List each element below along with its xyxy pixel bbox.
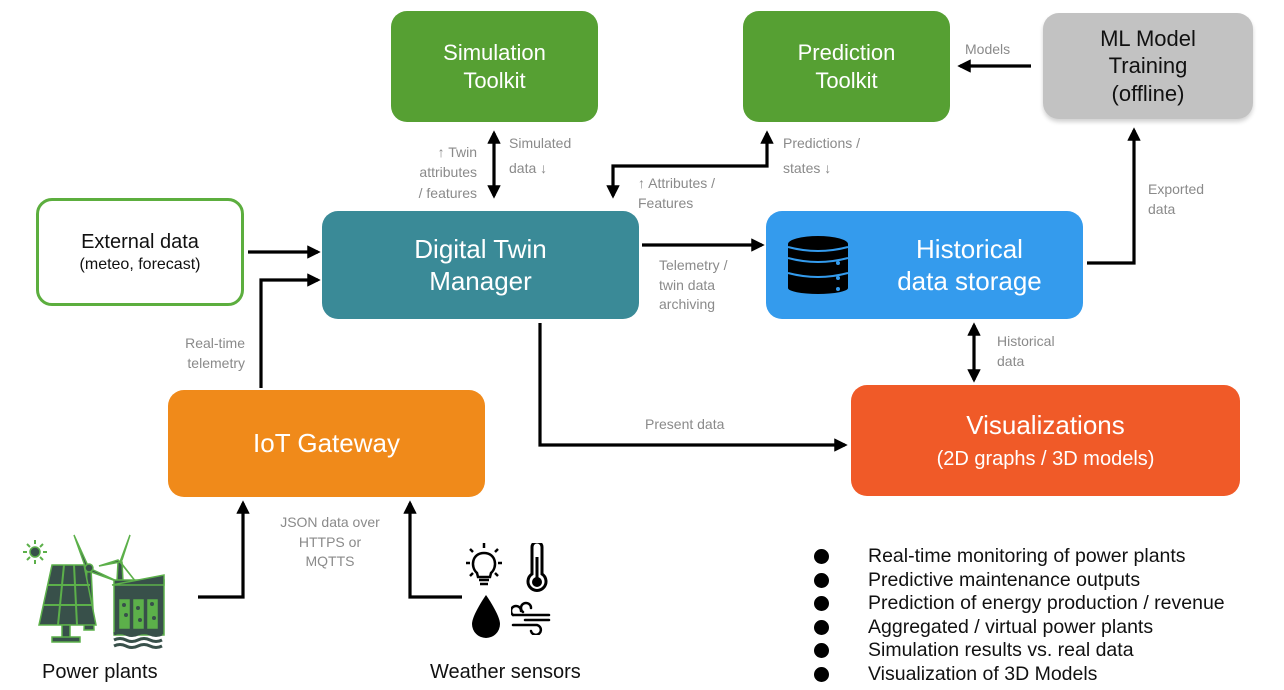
label-line: Telemetry / [659,257,728,273]
label-models: Models [965,41,1011,57]
prediction-toolkit-node[interactable]: Prediction Toolkit [743,11,950,122]
label-attributes-features: ↑ Attributes / Features [638,174,715,213]
label-predictions-states: Predictions / states ↓ [783,131,860,180]
arrow-dtm-prediction [606,130,774,199]
label-line: Predictions / [783,135,861,151]
feature-text: Prediction of energy production / revenu… [868,592,1225,614]
node-title: Simulation [443,40,546,65]
label-line: states ↓ [783,159,832,176]
label-twin-attributes: ↑ Twin attributes / features [405,142,477,203]
node-title: Visualizations [966,409,1125,440]
label-realtime-telemetry: Real-time telemetry [170,334,245,373]
caption-weather-sensors: Weather sensors [430,661,581,683]
feature-text: Visualization of 3D Models [868,662,1098,685]
arrow-iot-dtm [259,273,321,388]
node-subtitle: (offline) [1111,80,1185,106]
iot-gateway-node[interactable]: IoT Gateway [168,390,485,497]
historical-data-storage-node[interactable]: Historical data storage [766,211,1083,319]
node-title: Historical [916,233,1023,264]
visualizations-node[interactable]: Visualizations (2D graphs / 3D models) [851,385,1240,496]
label-line: data [1148,200,1176,217]
feature-item: Aggregated / virtual power plants [812,616,1225,640]
node-title: Toolkit [463,67,526,93]
label-line: JSON data over [280,514,380,530]
node-title: Manager [429,266,532,296]
feature-text: Simulation results vs. real data [868,639,1134,661]
arrow-plants-iot [198,500,250,599]
database-icon [786,235,850,302]
node-title: Digital Twin [414,233,547,264]
label-line: MQTTS [305,553,355,570]
bullet-icon [814,643,829,658]
feature-text: Predictive maintenance outputs [868,568,1141,591]
label-line: attributes [419,164,477,181]
arrow-weather-iot [403,500,462,599]
label-line: ↑ Twin [437,144,477,160]
node-title: Prediction [797,40,896,65]
caption-power-plants: Power plants [42,661,158,683]
label-historical-data: Historical data [997,332,1055,371]
bullet-icon [814,549,829,564]
arrow-dtm-vis [538,323,848,452]
digital-twin-manager-node[interactable]: Digital Twin Manager [322,211,639,319]
label-present-data: Present data [645,416,725,432]
label-telemetry-archiving: Telemetry / twin data archiving [659,256,727,315]
feature-text: Aggregated / virtual power plants [868,615,1154,638]
feature-text: Real-time monitoring of power plants [868,545,1186,567]
simulation-toolkit-node[interactable]: Simulation Toolkit [391,11,598,122]
node-subtitle: (meteo, forecast) [79,255,201,273]
label-line: twin data [659,276,716,293]
bullet-icon [814,572,829,588]
bullet-icon [814,666,829,682]
feature-item: Real-time monitoring of power plants [812,545,1225,569]
label-line: Features [638,194,694,211]
thermometer-icon [525,540,549,598]
feature-item: Predictive maintenance outputs [812,569,1225,593]
node-subtitle: (2D graphs / 3D models) [936,448,1155,471]
label-json-protocol: JSON data over HTTPS or MQTTS [260,513,400,572]
label-line: / features [418,184,477,201]
label-line: Exported [1148,181,1205,197]
bullet-icon [814,619,829,635]
feature-item: Prediction of energy production / revenu… [812,592,1225,616]
water-drop-icon [472,595,500,644]
label-line: telemetry [187,354,245,371]
feature-list: Real-time monitoring of power plants Pre… [812,545,1225,686]
arrow-historical-ml [1087,127,1141,265]
label-line: Real-time [185,335,245,351]
node-title: External data [81,230,199,253]
label-simulated-data: Simulated data ↓ [509,131,571,180]
node-title: IoT Gateway [253,428,400,459]
external-data-node[interactable]: External data (meteo, forecast) [36,198,244,306]
ml-model-training-node[interactable]: ML Model Training (offline) [1043,13,1253,119]
label-line: Simulated [509,135,572,151]
label-line: archiving [659,296,716,313]
node-title: data storage [897,266,1042,296]
node-title: Training [1108,53,1188,79]
power-plants-icon [14,530,194,655]
label-line: Historical [997,333,1055,349]
bullet-icon [814,596,829,611]
label-line: data [997,352,1025,369]
label-line: ↑ Attributes / [638,175,716,191]
label-line: data ↓ [509,159,548,176]
feature-item: Simulation results vs. real data [812,639,1225,663]
label-line: HTTPS or [298,533,362,550]
lightbulb-icon [464,543,504,592]
node-title: ML Model [1100,25,1196,51]
node-title: Toolkit [815,67,878,93]
wind-icon [509,601,551,640]
label-exported-data: Exported data [1148,180,1204,219]
feature-item: Visualization of 3D Models [812,663,1225,687]
